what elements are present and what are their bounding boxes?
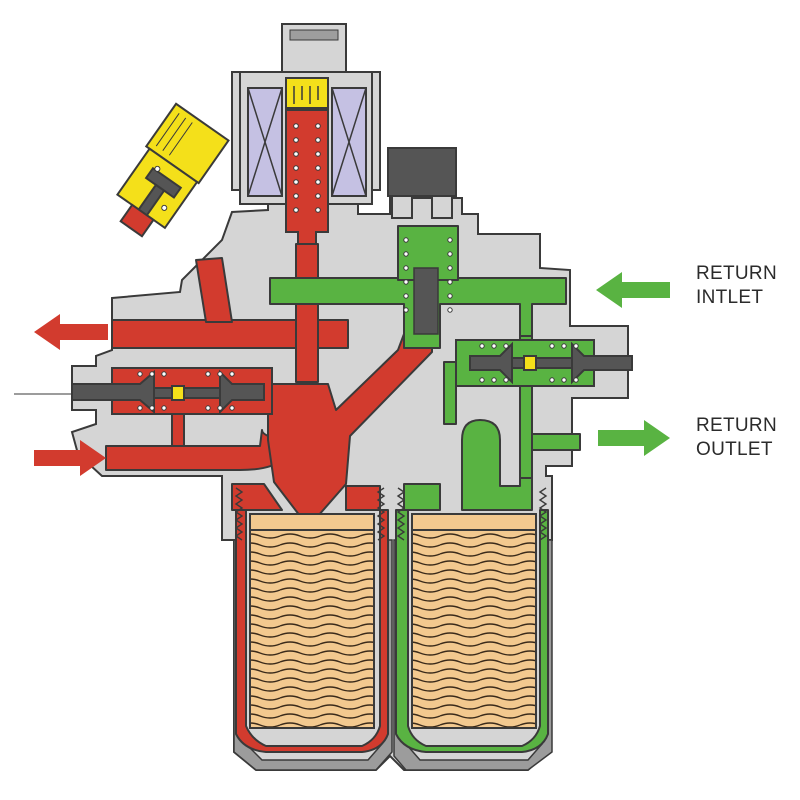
arrow-right-red-icon <box>34 440 106 476</box>
return-outlet-label: RETURN OUTLET <box>696 414 777 462</box>
return-inlet-line1: RETURN <box>696 263 777 284</box>
return-inlet-line2: INTLET <box>696 287 764 308</box>
arrow-left-red-icon <box>34 314 108 350</box>
return-inlet-label: RETURN INTLET <box>696 262 777 310</box>
solenoid-spring-chamber <box>285 109 329 253</box>
arrow-left-green-icon <box>596 272 670 308</box>
bypass-cap <box>387 147 457 219</box>
filter-element-right <box>411 513 537 729</box>
filter-element-left <box>249 513 375 729</box>
bypass-valve <box>403 237 453 335</box>
selector-valve-right <box>455 339 633 387</box>
pressure-passages <box>105 243 433 753</box>
return-outlet-line1: RETURN <box>696 415 777 436</box>
pressure-sensor <box>116 102 230 238</box>
return-outlet-line2: OUTLET <box>696 439 773 460</box>
thread-marks <box>234 487 548 541</box>
arrow-right-green-icon <box>598 420 670 456</box>
selector-valve-left <box>71 367 273 415</box>
